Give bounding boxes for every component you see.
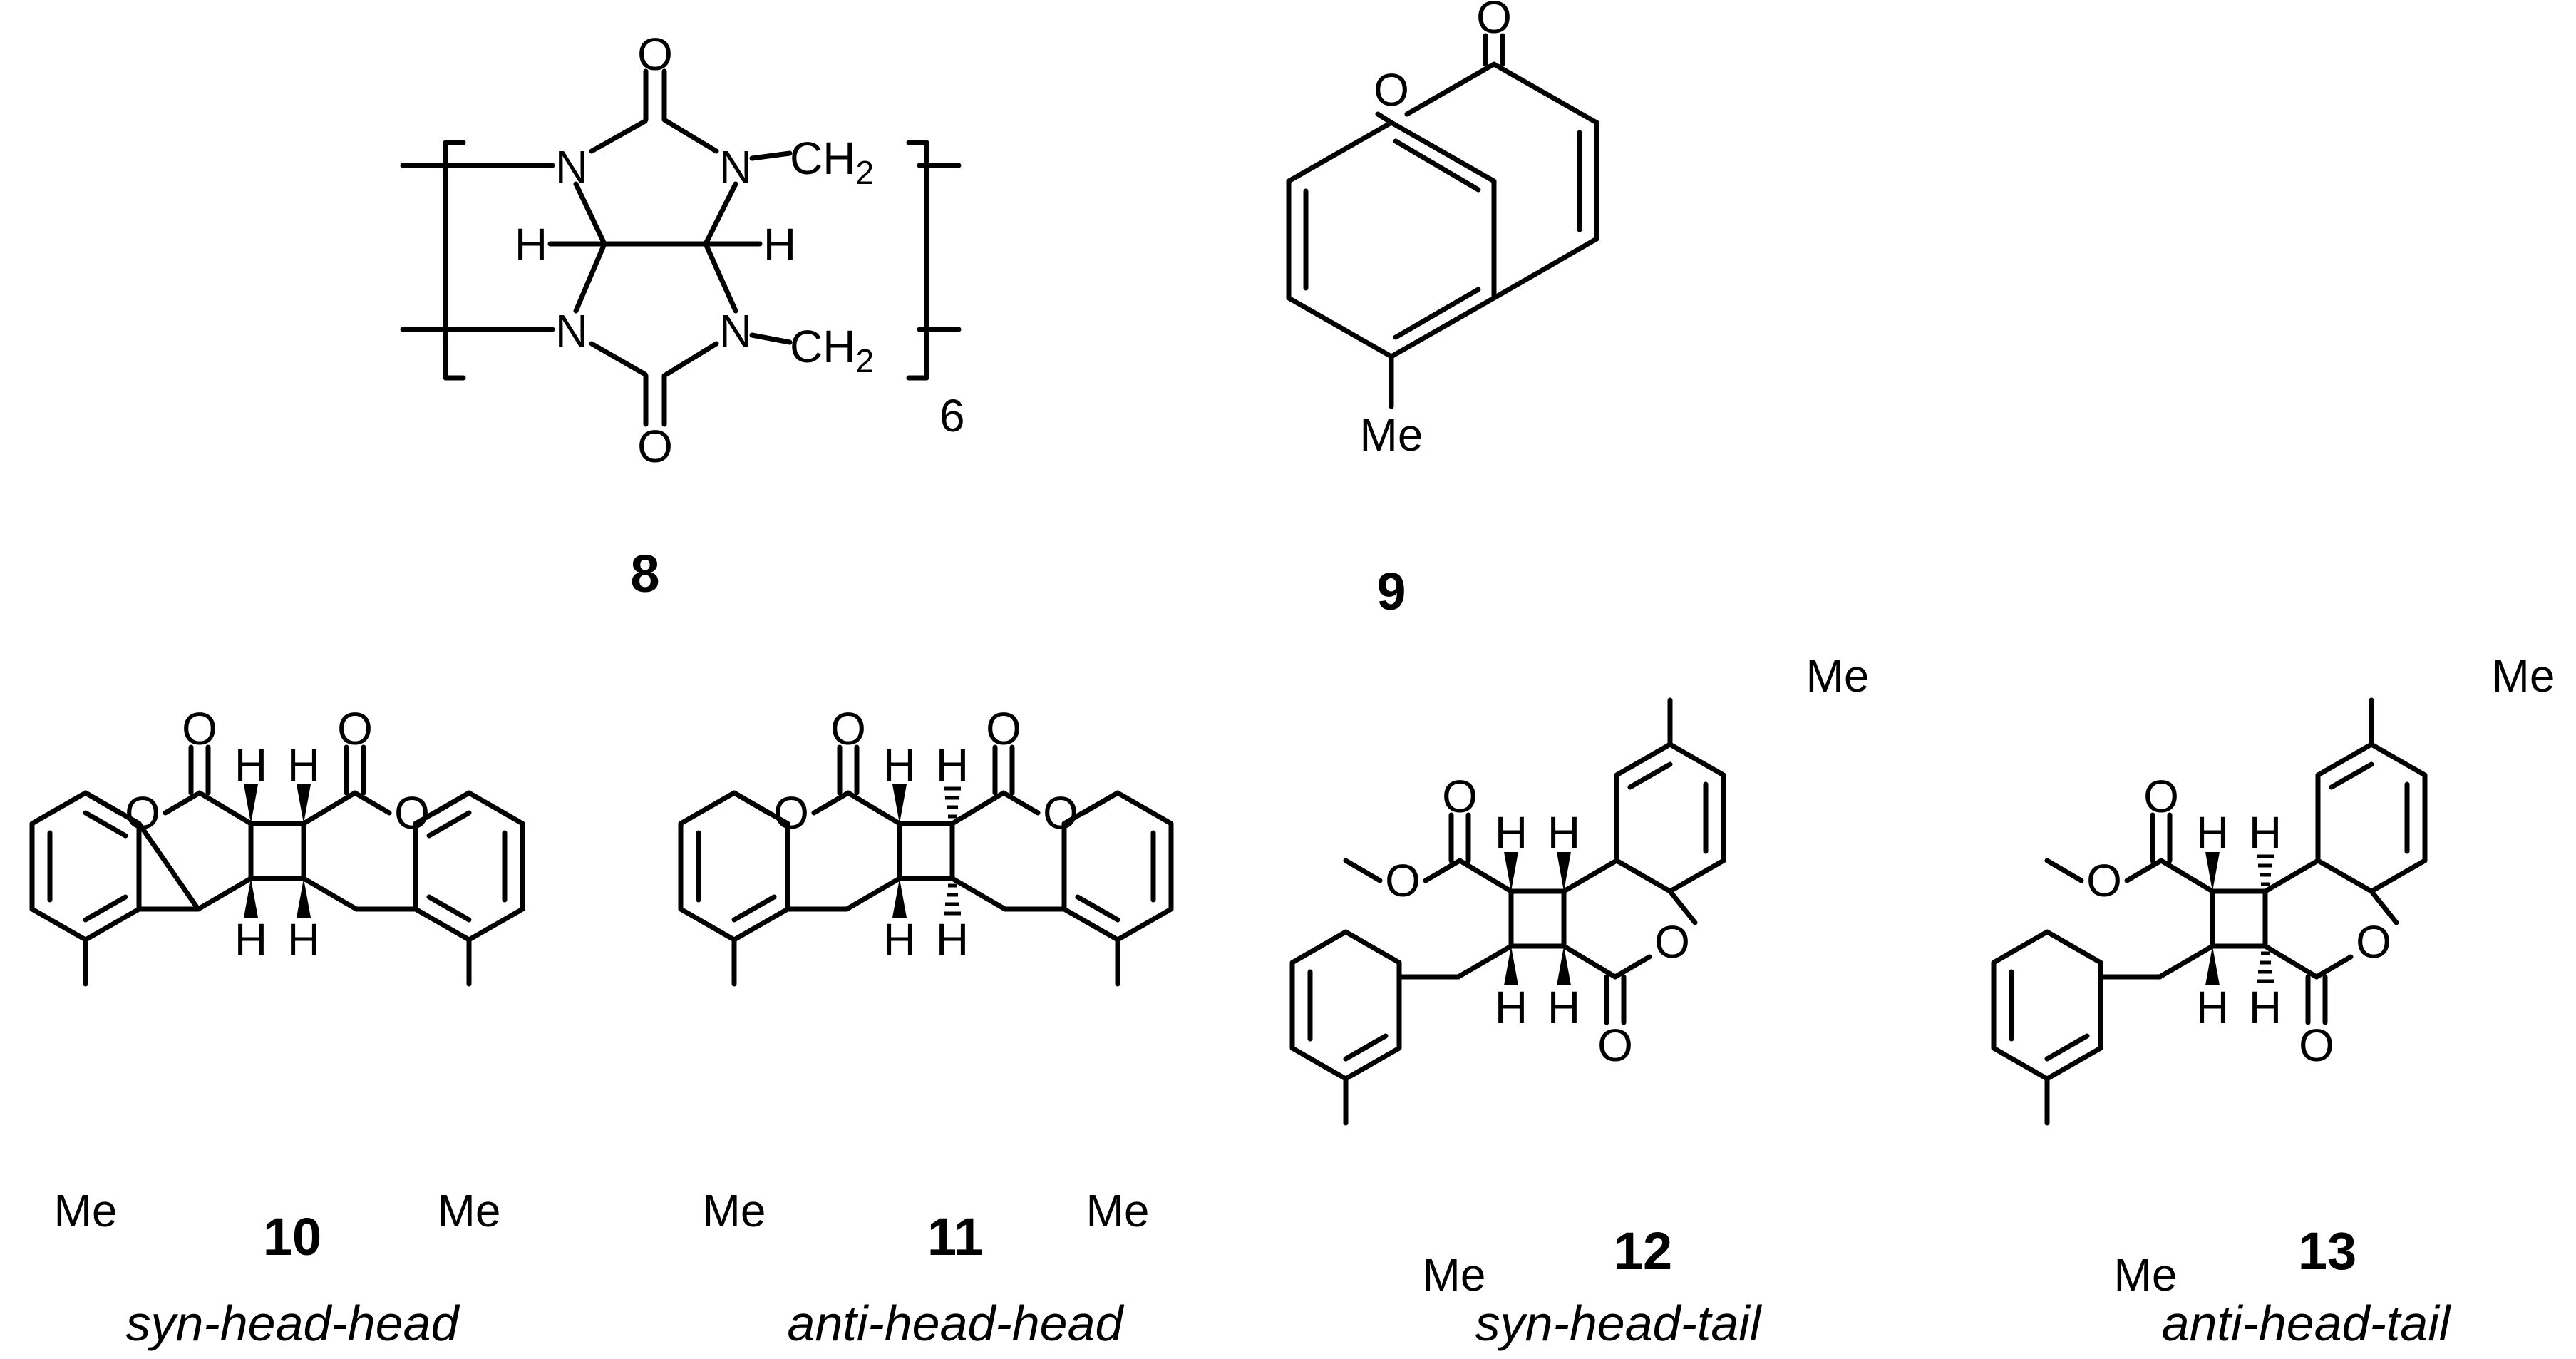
compound-12-carbonyl-oxygen: O bbox=[1442, 771, 1478, 822]
compound-10-caption: syn-head-head bbox=[126, 1296, 460, 1351]
compound-11-caption: anti-head-head bbox=[788, 1296, 1125, 1351]
compound-11-carbonyl-oxygen: O bbox=[986, 703, 1021, 754]
compound-10-bonds bbox=[29, 744, 525, 987]
compound-12-methyl: Me bbox=[1806, 650, 1870, 702]
compound-12-structure: O O O O H H H H Me Me bbox=[1289, 650, 1870, 1301]
compound-9-methyl: Me bbox=[1360, 409, 1423, 461]
compound-10-hydrogen: H bbox=[287, 914, 320, 965]
compound-10-carbonyl-oxygen: O bbox=[337, 703, 373, 754]
compound-13-ring-oxygen: O bbox=[2086, 855, 2122, 906]
compound-11-ring-oxygen: O bbox=[1043, 787, 1078, 839]
compound-10-hydrogen: H bbox=[235, 914, 267, 965]
compound-12-bonds bbox=[1289, 697, 1726, 1126]
compound-13-methyl: Me bbox=[2114, 1249, 2178, 1301]
compound-11-label: 11 bbox=[927, 1207, 983, 1266]
compound-11-structure: O O O O H H H H Me Me bbox=[678, 703, 1174, 1236]
compound-12-label: 12 bbox=[1614, 1221, 1672, 1281]
compound-8-methylene-top: CH2 bbox=[790, 133, 874, 191]
compound-12-hydrogen: H bbox=[1495, 807, 1527, 858]
compound-13-bonds bbox=[1991, 697, 2428, 1126]
compound-10-ring-oxygen: O bbox=[394, 787, 430, 839]
compound-9-ring-oxygen: O bbox=[1374, 64, 1409, 116]
compound-8-structure: O O N N N N H H CH2 CH2 6 bbox=[400, 29, 965, 472]
compound-9-carbonyl-oxygen: O bbox=[1476, 0, 1512, 43]
compound-13-stereo-hashes bbox=[2257, 854, 2274, 983]
compound-8-carbonyl-oxygen-top: O bbox=[637, 29, 673, 80]
compound-8-bonds bbox=[400, 68, 962, 427]
compound-13-stereo-wedges bbox=[2205, 852, 2220, 985]
compound-13-carbonyl-oxygen: O bbox=[2143, 771, 2179, 822]
compound-10-methyl: Me bbox=[54, 1185, 118, 1236]
compound-8-nitrogen: N bbox=[555, 305, 588, 357]
compound-11-hydrogen: H bbox=[883, 739, 916, 791]
compound-8-nitrogen: N bbox=[719, 141, 752, 193]
compound-13-hydrogen: H bbox=[2196, 807, 2229, 858]
compound-10-methyl: Me bbox=[438, 1185, 501, 1236]
compound-13-label: 13 bbox=[2298, 1221, 2356, 1281]
compound-11-hydrogen: H bbox=[936, 914, 969, 965]
compound-12-stereo-wedges bbox=[1504, 852, 1571, 985]
compound-8-methylene-bottom: CH2 bbox=[790, 321, 874, 379]
compound-10-hydrogen: H bbox=[235, 739, 267, 791]
compound-8-carbonyl-oxygen-bottom: O bbox=[637, 421, 673, 472]
compound-10-structure: O O O O H H H H Me Me bbox=[29, 703, 525, 1236]
compound-11-hydrogen: H bbox=[883, 914, 916, 965]
compound-12-hydrogen: H bbox=[1547, 982, 1580, 1033]
compound-9-label: 9 bbox=[1376, 562, 1406, 621]
compound-11-methyl: Me bbox=[1086, 1185, 1150, 1236]
compound-12-hydrogen: H bbox=[1547, 807, 1580, 858]
compound-10-hydrogen: H bbox=[287, 739, 320, 791]
compound-13-structure: O O O O H H H H Me Me bbox=[1991, 650, 2555, 1301]
compound-13-carbonyl-oxygen: O bbox=[2299, 1020, 2334, 1071]
compound-11-bonds bbox=[678, 744, 1174, 987]
compound-11-carbonyl-oxygen: O bbox=[830, 703, 866, 754]
compound-12-ring-oxygen: O bbox=[1385, 855, 1421, 906]
compound-13-hydrogen: H bbox=[2249, 807, 2282, 858]
compound-8-hydrogen: H bbox=[763, 219, 796, 270]
compound-8-nitrogen: N bbox=[555, 141, 588, 193]
compound-12-hydrogen: H bbox=[1495, 982, 1527, 1033]
compound-13-methyl: Me bbox=[2492, 650, 2555, 702]
compound-8-label: 8 bbox=[630, 544, 659, 603]
compound-8-nitrogen: N bbox=[719, 305, 752, 357]
compound-11-stereo-wedges bbox=[892, 784, 907, 918]
compound-12-caption: syn-head-tail bbox=[1475, 1296, 1763, 1351]
compound-10-label: 10 bbox=[263, 1207, 321, 1266]
compound-8-hydrogen: H bbox=[515, 219, 547, 270]
compound-10-carbonyl-oxygen: O bbox=[182, 703, 217, 754]
compound-12-carbonyl-oxygen: O bbox=[1597, 1020, 1633, 1071]
compound-9-structure: O O Me bbox=[1286, 0, 1599, 461]
compound-12-methyl: Me bbox=[1423, 1249, 1486, 1301]
compound-13-hydrogen: H bbox=[2196, 982, 2229, 1033]
compound-10-stereo-wedges bbox=[244, 784, 311, 918]
compound-11-ring-oxygen: O bbox=[773, 787, 809, 839]
compound-10-ring-oxygen: O bbox=[125, 787, 160, 839]
compound-13-hydrogen: H bbox=[2249, 982, 2282, 1033]
compound-13-caption: anti-head-tail bbox=[2162, 1296, 2452, 1351]
compound-8-repeat-count: 6 bbox=[939, 390, 965, 441]
compound-9-bonds bbox=[1286, 33, 1599, 409]
compound-11-stereo-hashes bbox=[944, 786, 961, 916]
compound-13-ring-oxygen: O bbox=[2356, 916, 2391, 968]
compound-12-ring-oxygen: O bbox=[1654, 916, 1690, 968]
compound-11-methyl: Me bbox=[703, 1185, 766, 1236]
compound-11-hydrogen: H bbox=[936, 739, 969, 791]
